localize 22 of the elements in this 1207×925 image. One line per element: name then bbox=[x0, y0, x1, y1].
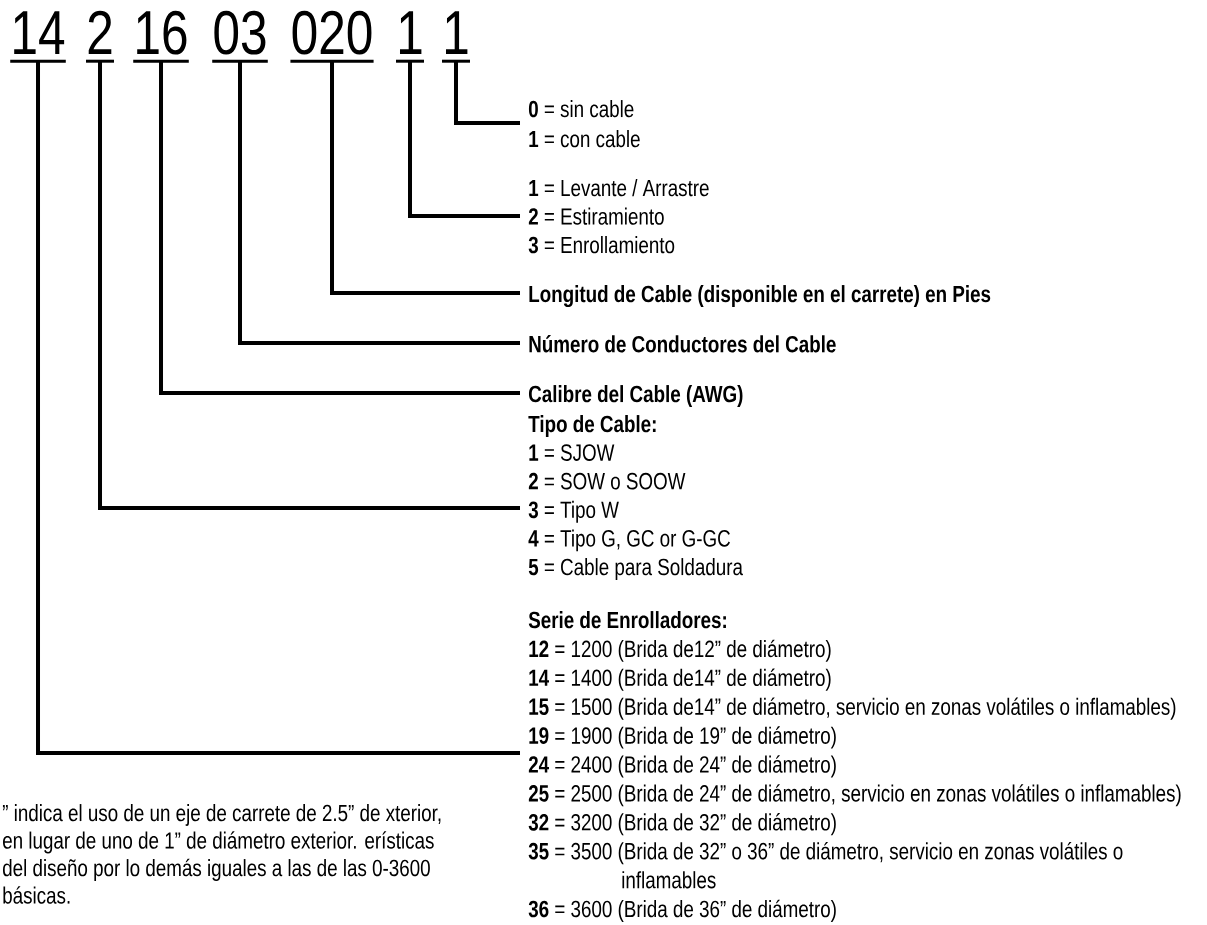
code-segment: 1 bbox=[396, 11, 424, 63]
code-description: Longitud de Cable (disponible en el carrete) en Pies bbox=[529, 285, 991, 308]
code-description: Tipo de Cable: 1 = SJOW 2 = SOW o SOOW 3 = Tipo W 4 = Tipo G, GC or G-GC 5 = Cable para Soldadura bbox=[528, 415, 743, 580]
code-segment: 2 bbox=[86, 10, 114, 63]
leader-line bbox=[330, 61, 520, 295]
leader-line bbox=[159, 61, 520, 395]
code-description: Calibre del Cable (AWG) bbox=[529, 385, 743, 407]
leader-line bbox=[408, 61, 520, 218]
code-segment: 16 bbox=[133, 10, 189, 63]
leader-line bbox=[238, 61, 520, 345]
note-text: ” indica el uso de un eje de carrete de 2.5” de xterior, en lugar de uno de 1” de diámetro exterior. erísticas del diseño por lo demás iguales a las de las 0-3600 básicas. bbox=[2, 804, 441, 904]
code-segment: 1 bbox=[442, 11, 470, 63]
code-description: 0 = sin cable 1 = con cable bbox=[528, 100, 640, 148]
code-description: Número de Conductores del Cable bbox=[529, 335, 836, 353]
code-segment: 020 bbox=[290, 10, 374, 63]
leader-line bbox=[454, 61, 520, 125]
code-description: 1 = Levante / Arrastre 2 = Estiramiento 3 = Enrollamiento bbox=[528, 179, 709, 254]
code-segment: 03 bbox=[212, 10, 268, 63]
leader-line bbox=[36, 61, 520, 755]
leader-line bbox=[98, 61, 520, 510]
code-segment: 14 bbox=[10, 11, 66, 63]
code-description: Serie de Enrolladores: 12 = 1200 (Brida de12” de diámetro) 14 = 1400 (Brida de14” de diámetro) 15 = 1500 (Brida de14” de diámetro, servicio en zonas volátiles o inflamables) 19 = 1900 (Brida de 19” de diámetro) 24 = 2400 (Brida de 24” de diámetro) 25 = 2500 (Brida de 24” de diámetro, servicio en zonas volátiles o inflamables) 32 = 3200 (Brida de 32” de diámetro) 35 = 3500 (Brida de 32” o 36” de diámetro, servicio en zonas volátiles o inflamables 36 = 3600 (Brida de 36” de diámetro) bbox=[528, 611, 1181, 922]
